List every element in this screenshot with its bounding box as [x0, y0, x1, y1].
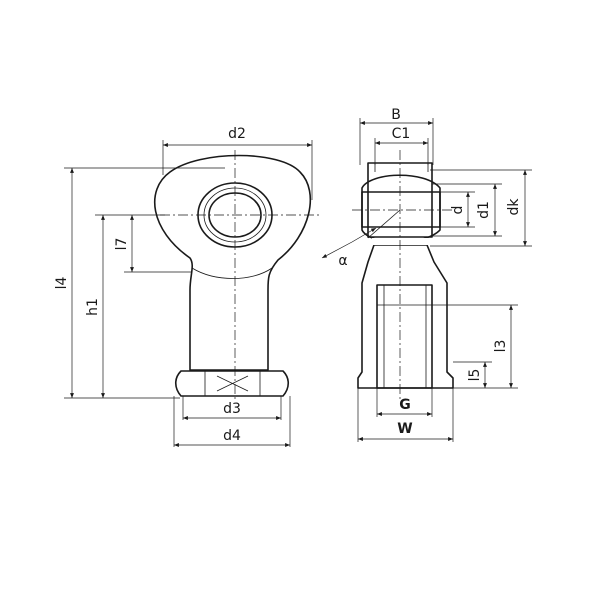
label-l7: l7	[114, 238, 130, 251]
label-d2: d2	[228, 126, 246, 142]
label-c1: C1	[392, 126, 411, 142]
label-dk: dk	[506, 198, 522, 216]
section-dimensions: B C1 d d1 dk α l3 l5 G	[321, 107, 532, 442]
section-view	[352, 150, 454, 400]
section-shank	[357, 244, 454, 389]
front-wrench-flat	[204, 370, 261, 397]
section-bore	[361, 191, 441, 228]
front-neck-line	[191, 267, 273, 279]
section-neck-gap	[372, 238, 430, 245]
label-l3: l3	[493, 340, 509, 353]
label-l4: l4	[54, 277, 70, 290]
label-d1: d1	[476, 201, 492, 219]
label-b: B	[391, 107, 401, 123]
front-dimensions: d2 l4 h1 l7 d3 d4	[54, 126, 313, 447]
front-body-outline	[154, 154, 312, 371]
label-w: W	[397, 421, 412, 437]
front-view	[154, 150, 322, 402]
front-hex-nut	[174, 370, 290, 397]
label-l5: l5	[467, 369, 483, 382]
label-d4: d4	[223, 428, 241, 444]
section-thread-bore	[376, 284, 433, 389]
label-h1: h1	[85, 298, 101, 316]
label-g: G	[399, 397, 411, 413]
label-alpha: α	[338, 253, 347, 269]
label-d3: d3	[223, 401, 241, 417]
section-housing	[367, 162, 433, 238]
section-ball	[361, 174, 441, 243]
label-d: d	[450, 206, 466, 215]
